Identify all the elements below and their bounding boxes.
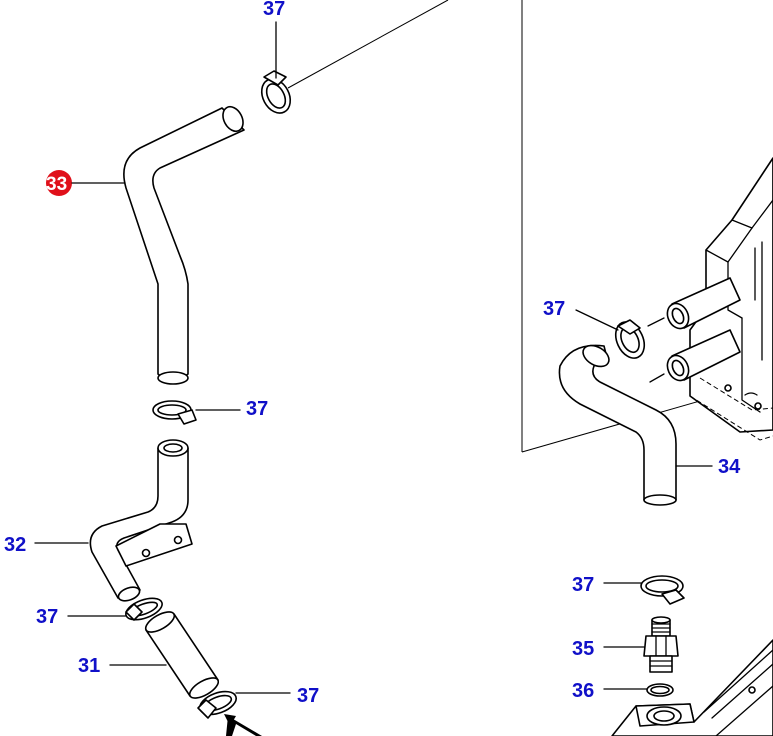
callout-34-label: 34 (718, 456, 741, 478)
clamp-lower-right (603, 575, 685, 605)
o-ring (603, 683, 674, 697)
callout-37-bottom[interactable]: 37 (297, 685, 319, 707)
callout-37-upper[interactable]: 37 (246, 398, 268, 420)
clamp-upper (152, 400, 241, 425)
fitting (603, 616, 679, 673)
top-leader-line (287, 0, 449, 89)
housing-outlet-pipes (647, 277, 741, 383)
callout-32[interactable]: 32 (4, 534, 26, 556)
straight-hose (109, 611, 220, 699)
callout-37-bottom-label: 37 (297, 685, 319, 707)
callout-35-label: 35 (572, 638, 594, 660)
clamp-top (260, 21, 292, 114)
callout-37-lower-right[interactable]: 37 (572, 574, 594, 596)
callout-31[interactable]: 31 (78, 655, 100, 677)
bracket-pipe (34, 439, 193, 602)
clamp-bottom (197, 690, 291, 719)
callout-37-top[interactable]: 37 (263, 0, 285, 20)
callout-32-label: 32 (4, 534, 26, 556)
callout-36-label: 36 (572, 680, 594, 702)
callout-37-upper-label: 37 (246, 398, 268, 420)
callout-33[interactable]: 33 (46, 170, 126, 196)
flow-arrow-icon (224, 714, 262, 736)
callout-33-label: 33 (46, 174, 67, 195)
right-bent-hose (558, 344, 713, 506)
engine-block-port (611, 639, 773, 736)
callout-37-top-label: 37 (263, 0, 285, 20)
upper-bent-hose (123, 105, 245, 385)
callout-37-lower-right-label: 37 (572, 574, 594, 596)
callout-36[interactable]: 36 (572, 680, 594, 702)
callout-37-right[interactable]: 37 (543, 298, 565, 320)
callout-34[interactable]: 34 (718, 456, 741, 478)
clamp-right (575, 309, 646, 359)
clamp-mid-left (67, 597, 163, 621)
callout-35[interactable]: 35 (572, 638, 594, 660)
callout-37-right-label: 37 (543, 298, 565, 320)
callout-31-label: 31 (78, 655, 100, 677)
callout-37-mid-left-label: 37 (36, 606, 58, 628)
callout-37-mid-left[interactable]: 37 (36, 606, 58, 628)
